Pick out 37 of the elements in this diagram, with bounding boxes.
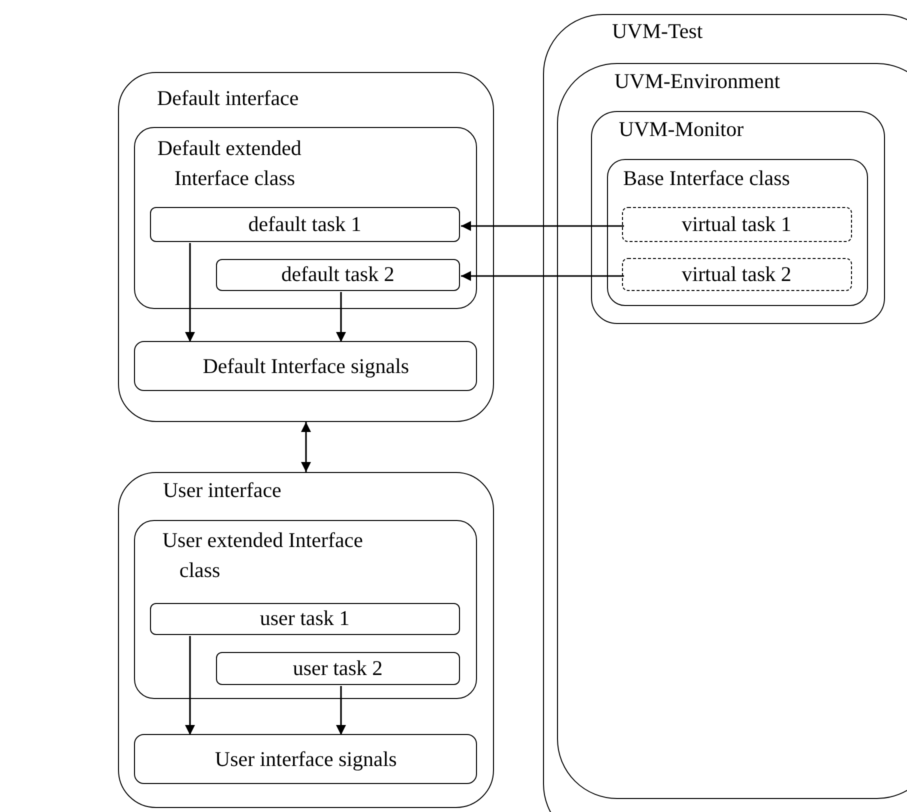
- box-label: Default Interface signals: [202, 354, 410, 379]
- box-heading: Base Interface class: [623, 165, 791, 192]
- box-label: user task 1: [260, 606, 350, 632]
- box-heading: UVM-Environment: [614, 68, 782, 96]
- task-box: [134, 734, 478, 784]
- box-heading: User extended Interface class: [162, 527, 364, 584]
- arrow: [336, 686, 346, 735]
- task-box: [150, 602, 460, 635]
- arrow: [301, 422, 311, 472]
- box-heading: User interface: [163, 477, 282, 504]
- container-box: [134, 520, 478, 700]
- task-box: [150, 206, 460, 242]
- container-box: [118, 72, 494, 422]
- container-box: [118, 472, 494, 808]
- box-label: User interface signals: [214, 746, 397, 772]
- container-box: [134, 127, 478, 310]
- arrow: [336, 292, 346, 342]
- box-label: user task 2: [292, 656, 383, 681]
- task-box: [216, 652, 460, 685]
- dashed-task-box: [622, 206, 852, 242]
- box-label: default task 2: [281, 262, 394, 288]
- task-box: [134, 341, 478, 392]
- dashed-task-box: [622, 258, 852, 291]
- task-box: [216, 258, 460, 291]
- arrow: [185, 243, 195, 342]
- arrow: [185, 636, 195, 735]
- box-label: default task 1: [248, 212, 362, 237]
- container-box: [590, 110, 885, 324]
- arrow: [461, 221, 624, 231]
- box-label: virtual task 1: [682, 212, 792, 237]
- box-heading: Default extended Interface class: [157, 135, 302, 192]
- box-label: virtual task 2: [682, 262, 792, 287]
- container-box: [607, 159, 868, 306]
- box-heading: UVM-Monitor: [618, 116, 745, 143]
- arrow: [461, 271, 624, 281]
- box-heading: Default interface: [157, 85, 300, 112]
- box-heading: UVM-Test: [612, 18, 704, 45]
